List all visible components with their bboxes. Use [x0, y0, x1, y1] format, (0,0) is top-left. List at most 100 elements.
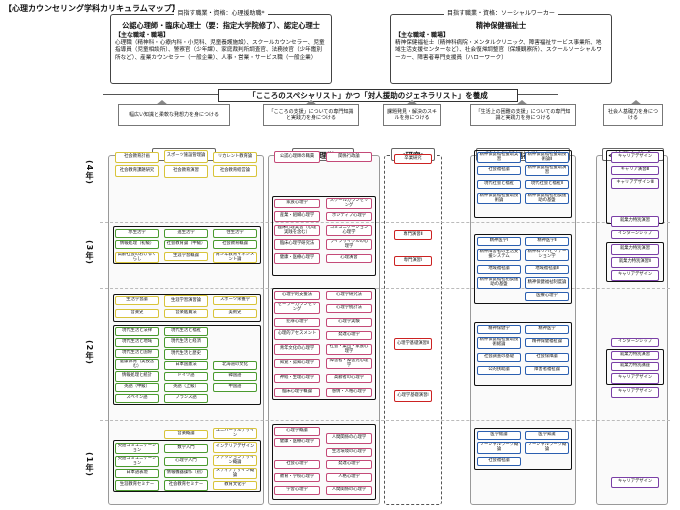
- course-card: 英語（中級）: [115, 383, 159, 392]
- course-card: 感情・人格心理学: [326, 388, 372, 397]
- sw-career-header: 目指す職業・資格：ソーシャルワーカー: [444, 10, 558, 17]
- psych-career-header: 目指す職業・資格：心理援助職*: [174, 10, 268, 17]
- objective-welfare: 「生活上の困難の支援」についての専門知識と実践力を身につける: [470, 104, 576, 126]
- course-card: 数学入門: [164, 444, 208, 453]
- course-card: スポーツ栄養学: [213, 296, 257, 305]
- course-card: 心理学基礎演習Ⅰ: [394, 390, 432, 402]
- year-label-4: (4年): [85, 160, 94, 185]
- course-card: 精神医学Ⅰ: [477, 237, 521, 246]
- course-card: 社会心理学: [274, 460, 320, 469]
- course-card: 臨床心理実習（心理実践を含む）: [274, 225, 320, 236]
- slogan: 「こころのスペシャリスト」かつ「対人援助のジェネラリスト」を養成: [218, 89, 518, 102]
- course-card: インターンシップ: [611, 230, 659, 239]
- course-card: 社会教育セミナー: [164, 480, 208, 491]
- course-card: リカレント教育論: [213, 152, 257, 163]
- course-card: 医学総論: [477, 431, 521, 440]
- course-card: 青少年教育マネジメント論: [213, 252, 257, 263]
- course-card: 精神科リハビリテーション学: [525, 249, 569, 261]
- course-card: 公的扶助論: [477, 366, 521, 375]
- course-card: ドイツ語: [164, 372, 208, 381]
- course-card: 情報処理と統計: [115, 371, 159, 382]
- course-card: 社会教育演習: [164, 165, 208, 178]
- course-card: 地域福祉論: [477, 265, 521, 274]
- course-card: 関係行政論: [326, 152, 372, 162]
- course-card: 住生活学: [213, 229, 257, 238]
- course-card: 音楽鑑賞法: [164, 309, 208, 318]
- course-card: 就業力特別演習: [611, 351, 659, 360]
- up-arrow-icon: [516, 100, 528, 105]
- course-card: 音楽史: [115, 309, 159, 318]
- course-card: 医学知識: [525, 431, 569, 440]
- course-card: 臨床心理学研究法: [274, 239, 320, 250]
- objective-employment: 社会人基礎力を身につける: [603, 104, 663, 126]
- course-card: 人間関係の心理学: [326, 486, 372, 495]
- course-card: 社会教育計画: [115, 152, 159, 163]
- course-card: ソーシャルワーク概論: [525, 442, 569, 454]
- course-card: 心理学基礎演習Ⅱ: [394, 338, 432, 350]
- course-card: 就業力特別演習: [611, 216, 659, 227]
- course-card: 心理学実験: [326, 318, 372, 327]
- course-card: 精神保健学: [477, 325, 521, 334]
- course-card: ファッションデザイン概論: [213, 455, 257, 466]
- course-card: 高齢者の心理学: [326, 374, 372, 383]
- course-card: 精神保健福祉制度論: [525, 277, 569, 289]
- course-card: 現代社会と福祉: [477, 180, 521, 189]
- course-card: 就業力特別演習: [611, 244, 659, 255]
- course-card: キャリア演習Ⅲ: [611, 166, 659, 175]
- course-card: キャリアデザイン: [611, 387, 659, 398]
- course-card: 人間関係の心理学: [326, 433, 372, 444]
- course-card: 韓国語: [213, 372, 257, 381]
- course-card: 生涯学習演習論: [164, 295, 208, 307]
- course-card: 卒業研究: [394, 154, 432, 164]
- course-card: 水生活学: [115, 229, 159, 238]
- course-card: 青年文化の心理学: [274, 344, 320, 355]
- column-kenkyu: [384, 155, 442, 505]
- objective-psychology: 「こころの支援」についての専門知識と実践力を身につける: [263, 104, 359, 126]
- course-card: 生涯学習概論: [164, 252, 208, 261]
- course-card: スポーツ施設管理論: [164, 150, 208, 163]
- course-card: 現代生活と法律: [115, 327, 159, 336]
- course-card: 美術史: [213, 309, 257, 318]
- up-arrow-icon: [305, 100, 317, 105]
- course-card: キャリアデザイン: [611, 270, 659, 281]
- course-card: 精神保健福祉相談援助の基盤: [525, 193, 569, 204]
- course-card: 現代生活と国際: [115, 349, 159, 358]
- sw-career-box: 目指す職業・資格：ソーシャルワーカー 精神保健福祉士 【主な職域・職場】 精神保…: [390, 10, 612, 84]
- course-card: 就業力特別講座: [611, 362, 659, 371]
- course-card: 神経・生理心理学: [274, 374, 320, 383]
- course-card: 専門演習Ⅱ: [394, 230, 432, 240]
- course-card: 産業・組織心理学: [274, 211, 320, 222]
- course-card: 生活環境の心理学: [326, 448, 372, 457]
- sw-career-subtitle: 【主な職域・職場】: [395, 31, 450, 39]
- course-card: 英語コミュニケーション: [115, 443, 159, 454]
- course-card: 社会福祉論: [477, 166, 521, 175]
- sw-career-main: 精神保健福祉士: [475, 21, 527, 30]
- course-card: 精神保健福祉論: [525, 338, 569, 347]
- course-card: 生活学習論: [115, 296, 159, 305]
- course-card: ポジティブ心理学: [326, 212, 372, 221]
- course-card: スペイン語: [115, 394, 159, 403]
- psych-career-main: 公認心理師・臨床心理士（要：指定大学院修了）、認定心理士: [122, 21, 320, 30]
- course-card: 精神障害者の生活支援システム: [477, 249, 521, 261]
- course-card: 社会教育論（中級）: [164, 240, 208, 249]
- course-card: 心理学入門: [164, 457, 208, 466]
- course-card: 専門演習Ⅰ: [394, 256, 432, 266]
- course-card: 発達心理学: [326, 331, 372, 340]
- course-card: 精神保健福祉援助技術論Ⅱ: [525, 152, 569, 163]
- course-card: 健康体育（実技含む）: [115, 359, 159, 370]
- course-card: 中国語: [213, 383, 257, 392]
- course-card: 教育文化学: [213, 481, 257, 490]
- course-card: 情報機器操作（初）: [164, 469, 208, 478]
- course-card: 精神保健福祉援助技術論: [477, 193, 521, 204]
- course-card: 社会教育経営論: [213, 165, 257, 177]
- course-card: 家族心理学: [274, 199, 320, 208]
- course-card: 犯罪心理学: [274, 318, 320, 327]
- course-card: キャリアデザイン: [611, 152, 659, 163]
- course-card: メディアデザイン概論: [213, 468, 257, 479]
- course-card: 社会教育課題研究: [115, 165, 159, 177]
- psych-career-body: 心理職（精神科・心療内科・小児科、児童養護施設）、スクールカウンセラー、児童指導…: [115, 39, 325, 61]
- course-card: 障害者福祉論: [525, 366, 569, 375]
- course-card: 健康・医療心理学: [274, 438, 320, 447]
- course-card: 日本国憲法: [164, 361, 208, 370]
- course-card: 現代生活と歴史: [164, 349, 208, 360]
